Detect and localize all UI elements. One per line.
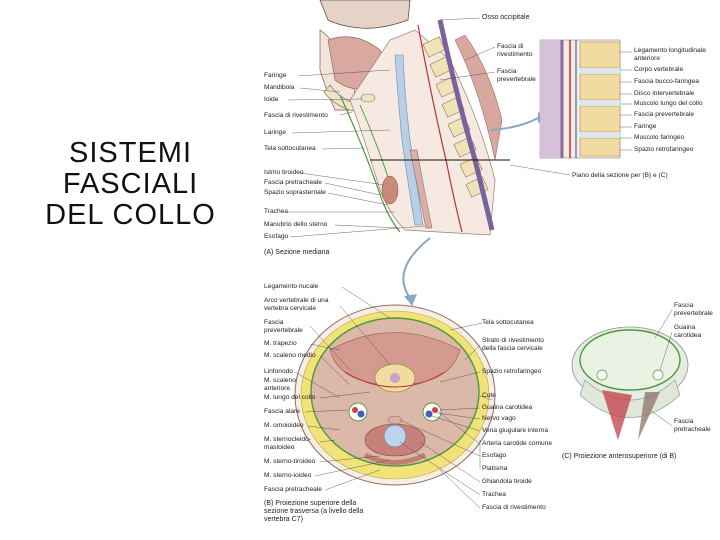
slide-title: SISTEMI FASCIALI DEL COLLO bbox=[28, 138, 233, 231]
label-hyoid: Ioide bbox=[264, 96, 279, 103]
label-common-carotid-artery: Arteria carotide comune bbox=[482, 440, 553, 447]
label-anterior-scalene: M. scaleno anteriore bbox=[264, 377, 296, 392]
label-skin: Cute bbox=[482, 392, 496, 399]
label-esophagus: Esofago bbox=[264, 233, 289, 240]
label-larynx: Laringe bbox=[264, 129, 286, 136]
label-carotid-sheath: Guaina carotidea bbox=[482, 404, 533, 411]
label-anterior-longitudinal-ligament: Legamento longitudinale anteriore bbox=[634, 47, 706, 62]
anatomy-illustration bbox=[287, 0, 689, 509]
label-pharyngeal-muscle: Muscolo faringeo bbox=[634, 134, 685, 141]
label-investing-fascia: Fascia di rivestimento bbox=[264, 112, 328, 119]
caption-panel-b: (B) Proiezione superiore della sezione t… bbox=[264, 500, 364, 523]
label-b-longus-colli: M. lungo del collo bbox=[264, 394, 316, 401]
label-occipital-bone: Osso occipitale bbox=[482, 14, 530, 21]
label-vertebral-body: Corpo vertebrale bbox=[634, 66, 684, 73]
label-mandible: Mandibola bbox=[264, 84, 295, 91]
label-investing-layer: Strato di rivestimento della fascia cerv… bbox=[482, 337, 544, 352]
label-vertebral-arch: Arco vertebrale di una vertebra cervical… bbox=[264, 297, 329, 312]
label-manubrium: Manubrio dello sterno bbox=[264, 221, 328, 228]
label-b-prevertebral-fascia: Fascia prevertebrale bbox=[264, 319, 303, 334]
label-retropharyngeal-space: Spazio retrofaringeo bbox=[634, 146, 694, 153]
transverse-section-drawing bbox=[294, 286, 496, 509]
label-sternocleidomastoid: M. sternocleido-mastoideo bbox=[264, 436, 311, 451]
label-platysma: Platisma bbox=[482, 465, 508, 472]
label-c-pretracheal-fascia: Fascia pretracheale bbox=[674, 418, 711, 433]
label-b-investing-fascia: Fascia di rivestimento bbox=[482, 504, 546, 511]
label-vagus-nerve: Nervo vago bbox=[482, 415, 516, 422]
anterosuperior-view-drawing bbox=[571, 309, 689, 440]
label-suprasternal-space: Spazio soprasternale bbox=[264, 189, 326, 196]
label-prevertebral-fascia-right: Fascia prevertebrale bbox=[497, 68, 536, 83]
label-b-subcutaneous-tissue: Tela sottocutanea bbox=[482, 319, 534, 326]
caption-panel-a: (A) Sezione mediana bbox=[264, 249, 330, 256]
title-line-2: FASCIALI bbox=[62, 168, 199, 200]
label-lymph-node: Linfonodo bbox=[264, 368, 293, 375]
label-thyroid-isthmus: Istmo tiroideo bbox=[264, 169, 304, 176]
label-longus-colli: Muscolo lungo del collo bbox=[634, 100, 703, 107]
label-thyroid-gland: Ghiandola tiroide bbox=[482, 478, 532, 485]
label-pharynx: Faringe bbox=[264, 72, 287, 79]
median-section-drawing bbox=[287, 0, 571, 238]
label-omohyoid: M. omoioideo bbox=[264, 422, 304, 429]
label-internal-jugular-vein: Vena giugulare interna bbox=[482, 427, 548, 434]
label-sternohyoid: M. sterno-ioideo bbox=[264, 472, 312, 479]
label-sternothyroid: M. sterno-tiroideo bbox=[264, 458, 316, 465]
title-line-3: DEL COLLO bbox=[45, 199, 216, 231]
anatomy-figure: Osso occipitale Fascia di rivestimento F… bbox=[240, 0, 720, 540]
label-trapezius: M. trapezio bbox=[264, 340, 297, 347]
label-trachea: Trachea bbox=[264, 208, 288, 215]
label-b-trachea: Trachea bbox=[482, 491, 506, 498]
label-subcutaneous-tissue: Tela sottocutanea bbox=[264, 145, 316, 152]
label-inset-pharynx: Faringe bbox=[634, 123, 657, 130]
label-intervertebral-disc: Disco intervertebrale bbox=[634, 90, 695, 97]
label-section-plane: Piano della sezione per (B) e (C) bbox=[572, 172, 668, 179]
label-b-retropharyngeal-space: Spazio retrofaringeo bbox=[482, 368, 542, 375]
inset-detail-drawing bbox=[539, 39, 632, 159]
title-line-1: SISTEMI bbox=[68, 137, 192, 169]
label-pretracheal-fascia: Fascia pretracheale bbox=[264, 179, 322, 186]
label-b-esophagus: Esofago bbox=[482, 452, 507, 459]
caption-panel-c: (C) Proiezione anterosuperiore (di B) bbox=[562, 453, 677, 460]
label-inset-prevertebral-fascia: Fascia prevertebrale bbox=[634, 111, 695, 118]
label-investing-fascia-right: Fascia di rivestimento bbox=[497, 43, 533, 58]
label-b-pretracheal-fascia: Fascia pretracheale bbox=[264, 486, 322, 493]
label-middle-scalene: M. scaleno medio bbox=[264, 352, 316, 359]
label-buccopharyngeal-fascia: Fascia bucco-faringea bbox=[634, 78, 699, 85]
label-nuchal-ligament: Legamento nucale bbox=[264, 283, 319, 290]
label-alar-fascia: Fascia alare bbox=[264, 408, 300, 415]
label-c-carotid-sheath: Guaina carotidea bbox=[674, 324, 702, 339]
label-c-prevertebral-fascia: Fascia prevertebrale bbox=[674, 302, 713, 317]
